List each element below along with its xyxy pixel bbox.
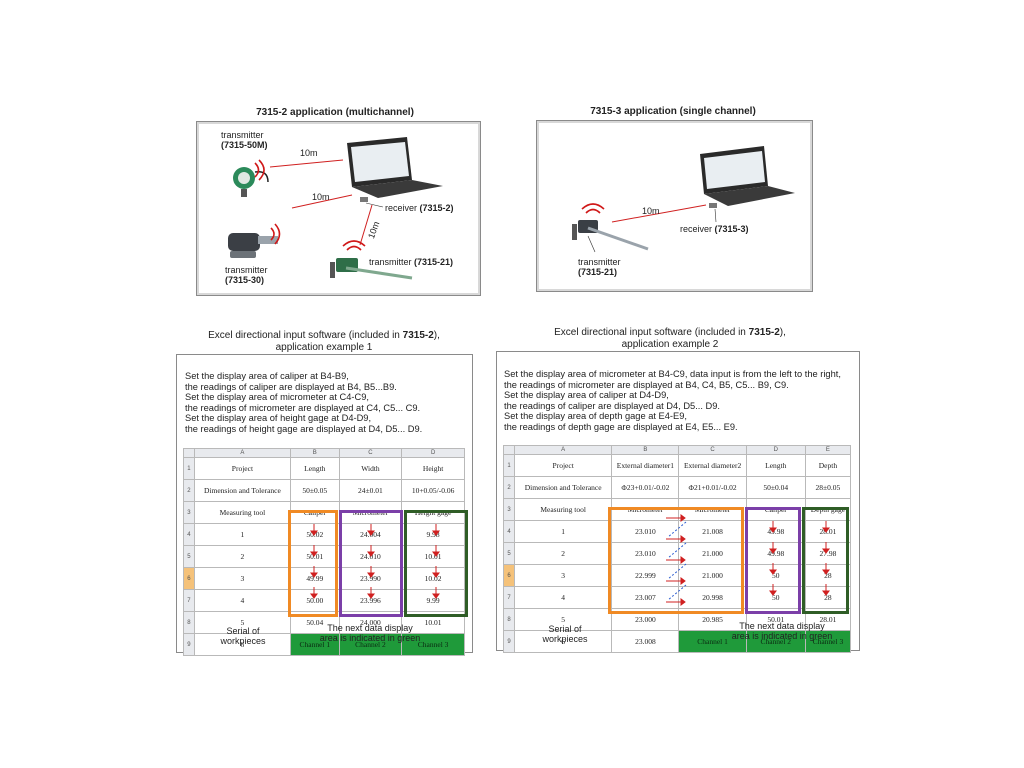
transmitter-30-label: transmitter (7315-30)	[225, 265, 268, 285]
next-data-cell[interactable]: Channel 1	[678, 630, 747, 653]
table-cell[interactable]: 2	[193, 545, 291, 568]
signal-icon-3	[342, 240, 366, 251]
micrometer-device-icon	[228, 233, 278, 258]
table-cell[interactable]: 1	[514, 520, 613, 543]
single-channel-panel	[536, 120, 813, 292]
table-cell[interactable]: 23.996	[338, 589, 403, 612]
next-data-cell[interactable]: Channel 1	[289, 633, 340, 656]
example2-description: Set the display area of micrometer at B4…	[504, 369, 841, 432]
laptop-icon	[347, 137, 443, 198]
table-cell[interactable]: Project	[514, 454, 613, 477]
signal-icon-2	[270, 223, 281, 245]
signal-icon-1	[254, 159, 265, 181]
example2-title: Excel directional input software (includ…	[554, 327, 786, 350]
table-cell[interactable]: External diameter1	[611, 454, 680, 477]
link-line-4	[611, 204, 707, 223]
next-data-cell[interactable]: Channel 3	[401, 633, 465, 656]
table-cell[interactable]: 4	[514, 586, 613, 609]
table-cell[interactable]: 10.01	[401, 545, 465, 568]
table-cell[interactable]: 9.98	[401, 523, 465, 546]
caliper-device-icon	[330, 258, 413, 280]
table-cell[interactable]: 2	[514, 542, 613, 565]
table-cell[interactable]: 21.000	[678, 564, 747, 587]
table-cell[interactable]: 10+0.05/-0.06	[401, 479, 465, 502]
indicator-device-icon	[233, 167, 269, 197]
table-cell[interactable]: 50.00	[289, 589, 340, 612]
table-cell[interactable]: 23.007	[611, 586, 680, 609]
table-cell[interactable]: Length	[745, 454, 806, 477]
table-cell[interactable]: Width	[338, 457, 403, 480]
table-cell[interactable]: Depth	[804, 454, 852, 477]
receiver-dongle-icon	[360, 197, 368, 202]
table-cell[interactable]: 4	[193, 589, 291, 612]
single-transmitter-label: transmitter (7315-21)	[578, 257, 621, 277]
receiver-7315-3-label: receiver (7315-3)	[680, 224, 749, 234]
table-cell[interactable]: External diameter2	[678, 454, 747, 477]
receiver-7315-2-label: receiver (7315-2)	[385, 203, 454, 213]
table-cell[interactable]: 49.99	[289, 567, 340, 590]
next-data-cell[interactable]: Channel 2	[338, 633, 403, 656]
caliper-device-icon-2	[572, 220, 649, 253]
table-cell[interactable]: 23.010	[611, 520, 680, 543]
table-cell[interactable]: 21.008	[678, 520, 747, 543]
table-cell[interactable]: 21.000	[678, 542, 747, 565]
example1-description: Set the display area of caliper at B4-B9…	[185, 371, 423, 434]
table-cell[interactable]: 3	[514, 564, 613, 587]
table-cell[interactable]: 6	[514, 630, 613, 653]
transmitter-21-label: transmitter (7315-21)	[369, 257, 454, 267]
table-cell[interactable]: Measuring tool	[514, 498, 613, 521]
multichannel-title: 7315-2 application (multichannel)	[256, 107, 414, 118]
distance-label-2: 10m	[312, 192, 330, 202]
table-cell[interactable]: 24.010	[338, 545, 403, 568]
link-line-2	[291, 194, 353, 209]
table-cell[interactable]: 50±0.04	[745, 476, 806, 499]
table-cell[interactable]: Dimension and Tolerance	[193, 479, 291, 502]
table-cell[interactable]: 6	[193, 633, 291, 656]
link-line-1	[269, 159, 344, 168]
table-cell[interactable]: 5	[193, 611, 291, 634]
laptop-icon-2	[700, 146, 795, 206]
table-cell[interactable]: Dimension and Tolerance	[514, 476, 613, 499]
receiver-dongle-icon-2	[709, 203, 717, 208]
single-channel-title: 7315-3 application (single channel)	[590, 106, 756, 117]
transmitter-50m-label: transmitter (7315-50M)	[221, 130, 268, 150]
table-cell[interactable]: 9.99	[401, 589, 465, 612]
table-cell[interactable]: 28	[804, 586, 852, 609]
distance-label-4: 10m	[642, 206, 660, 216]
table-cell[interactable]: 3	[193, 567, 291, 590]
table-cell[interactable]: 1	[193, 523, 291, 546]
table-cell[interactable]: Measuring tool	[193, 501, 291, 524]
row-number[interactable]: 2	[502, 476, 516, 499]
row-number[interactable]: 9	[502, 630, 516, 653]
table-cell[interactable]: 5	[514, 608, 613, 631]
table-cell[interactable]: 27.98	[804, 542, 852, 565]
table-cell[interactable]: 23.008	[611, 630, 680, 653]
next-data-cell[interactable]: Channel 2	[745, 630, 806, 653]
table-cell[interactable]: 20.998	[678, 586, 747, 609]
link-line-3	[359, 204, 373, 246]
signal-icon-4	[581, 203, 605, 214]
table-cell[interactable]: 10.02	[401, 567, 465, 590]
table-cell[interactable]: 50.01	[289, 545, 340, 568]
table-cell[interactable]: 22.999	[611, 564, 680, 587]
distance-label-1: 10m	[300, 148, 318, 158]
example1-title: Excel directional input software (includ…	[208, 330, 440, 353]
next-data-cell[interactable]: Channel 3	[804, 630, 852, 653]
table-cell[interactable]: Length	[289, 457, 340, 480]
